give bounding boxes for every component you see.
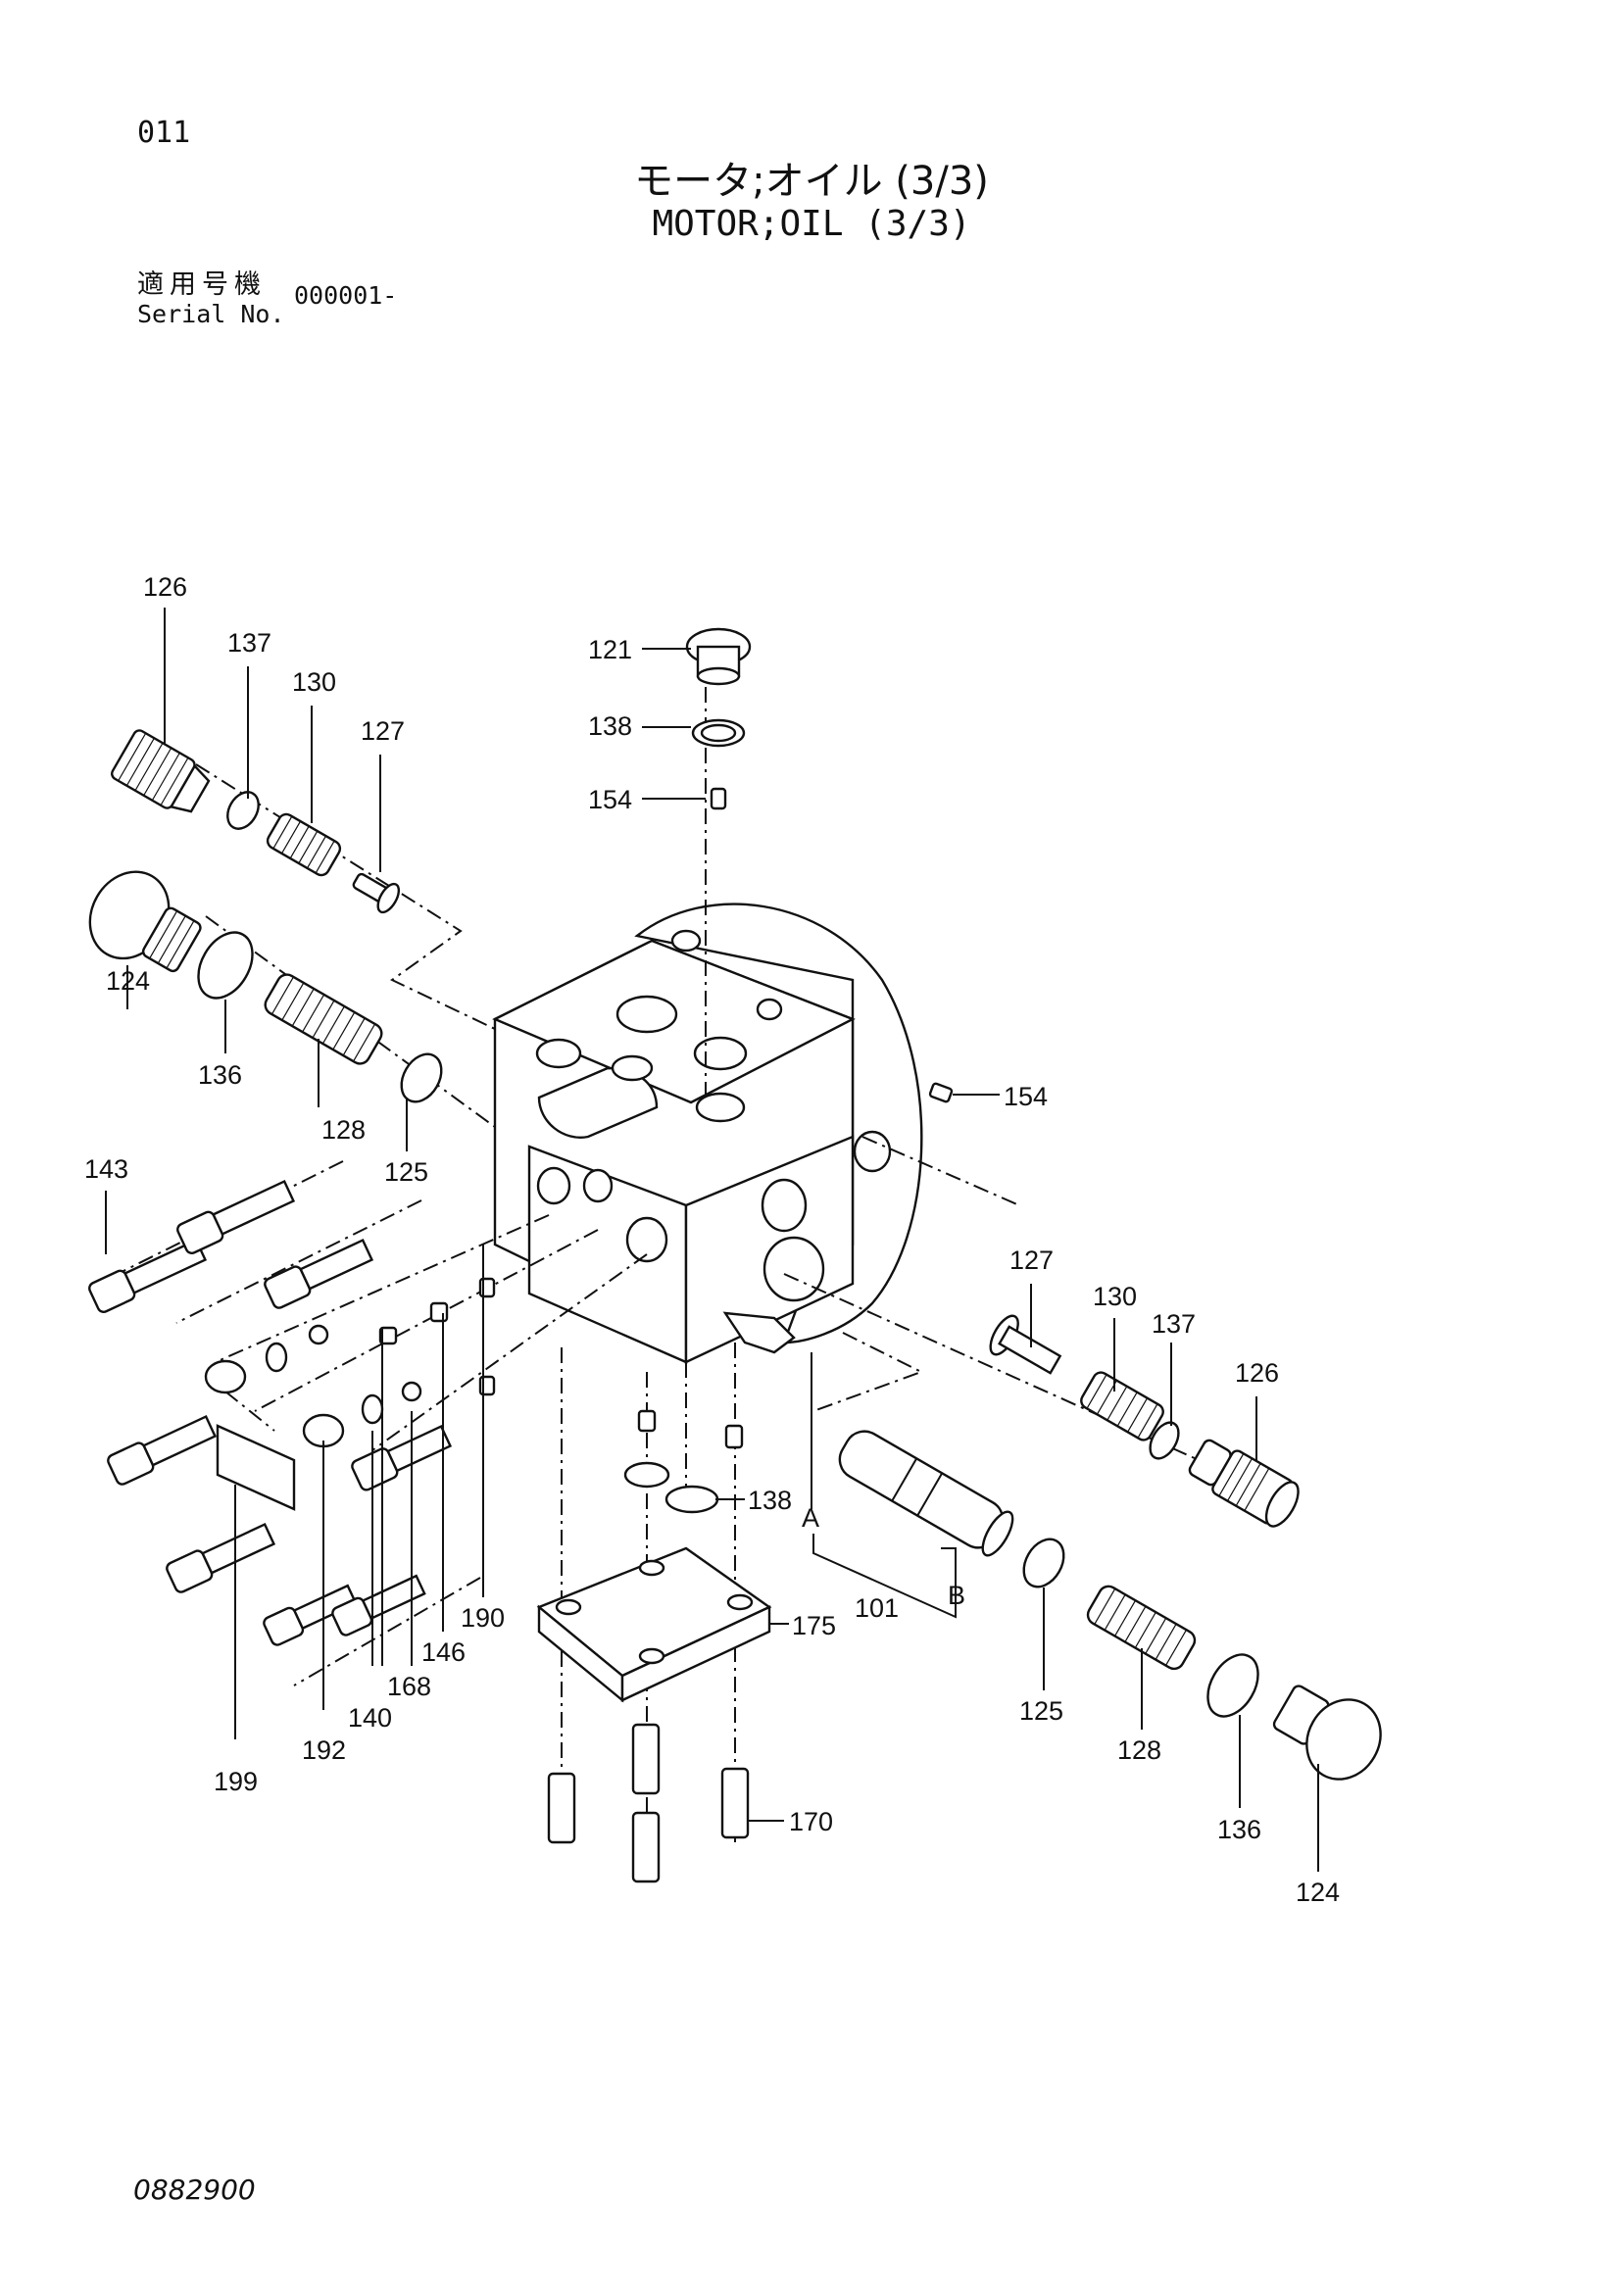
leader-lines — [105, 608, 1319, 1872]
callout-letter-b: B — [948, 1581, 965, 1610]
callout-143: 143 — [84, 1154, 128, 1184]
callout-124: 124 — [1296, 1878, 1340, 1907]
callout-136: 136 — [1217, 1815, 1261, 1844]
serial-label-japanese: 適用号機 — [137, 269, 267, 300]
callout-154: 154 — [1004, 1082, 1048, 1111]
left-side-bolts — [88, 1179, 496, 1646]
callout-192: 192 — [302, 1735, 346, 1765]
callout-154: 154 — [588, 785, 632, 814]
callout-124: 124 — [106, 966, 150, 996]
callout-170: 170 — [789, 1807, 833, 1836]
callout-138: 138 — [588, 711, 632, 741]
callout-137: 137 — [227, 628, 271, 658]
relief-valve-upper — [88, 729, 443, 1103]
callout-199: 199 — [214, 1767, 258, 1796]
callout-letter-a: A — [802, 1503, 819, 1533]
serial-label-english: Serial No. — [137, 300, 285, 328]
callout-labels: 126 137 130 127 124 136 128 125 143 121 … — [84, 572, 1340, 1907]
page-title-english: MOTOR;OIL (3/3) — [652, 204, 971, 244]
callout-175: 175 — [792, 1611, 836, 1640]
serial-number-value: 000001- — [294, 281, 398, 310]
callout-121: 121 — [588, 635, 632, 664]
callout-125: 125 — [384, 1157, 428, 1187]
callout-130: 130 — [1093, 1282, 1137, 1311]
callout-190: 190 — [461, 1603, 505, 1633]
callout-137: 137 — [1152, 1309, 1196, 1339]
page-title-japanese: モータ;オイル (3/3) — [634, 159, 989, 204]
relief-valve-right — [838, 1314, 1382, 1781]
cover-plate-parts — [536, 1409, 772, 1883]
callout-140: 140 — [348, 1703, 392, 1733]
drawing-number: 0882900 — [133, 2174, 256, 2206]
callout-130: 130 — [292, 667, 336, 697]
callout-128: 128 — [1117, 1735, 1161, 1765]
page-number: 011 — [137, 116, 191, 150]
callout-128: 128 — [321, 1115, 366, 1145]
valve-body — [492, 903, 923, 1364]
callout-146: 146 — [421, 1637, 466, 1667]
callout-136: 136 — [198, 1060, 242, 1090]
callout-168: 168 — [387, 1672, 431, 1701]
callout-101: 101 — [855, 1593, 899, 1623]
top-plug-parts — [685, 627, 954, 1103]
callout-125: 125 — [1019, 1696, 1063, 1726]
callout-127: 127 — [1009, 1246, 1054, 1275]
callout-138: 138 — [748, 1486, 792, 1515]
callout-126: 126 — [143, 572, 187, 602]
callout-127: 127 — [361, 716, 405, 746]
callout-126: 126 — [1235, 1358, 1279, 1388]
